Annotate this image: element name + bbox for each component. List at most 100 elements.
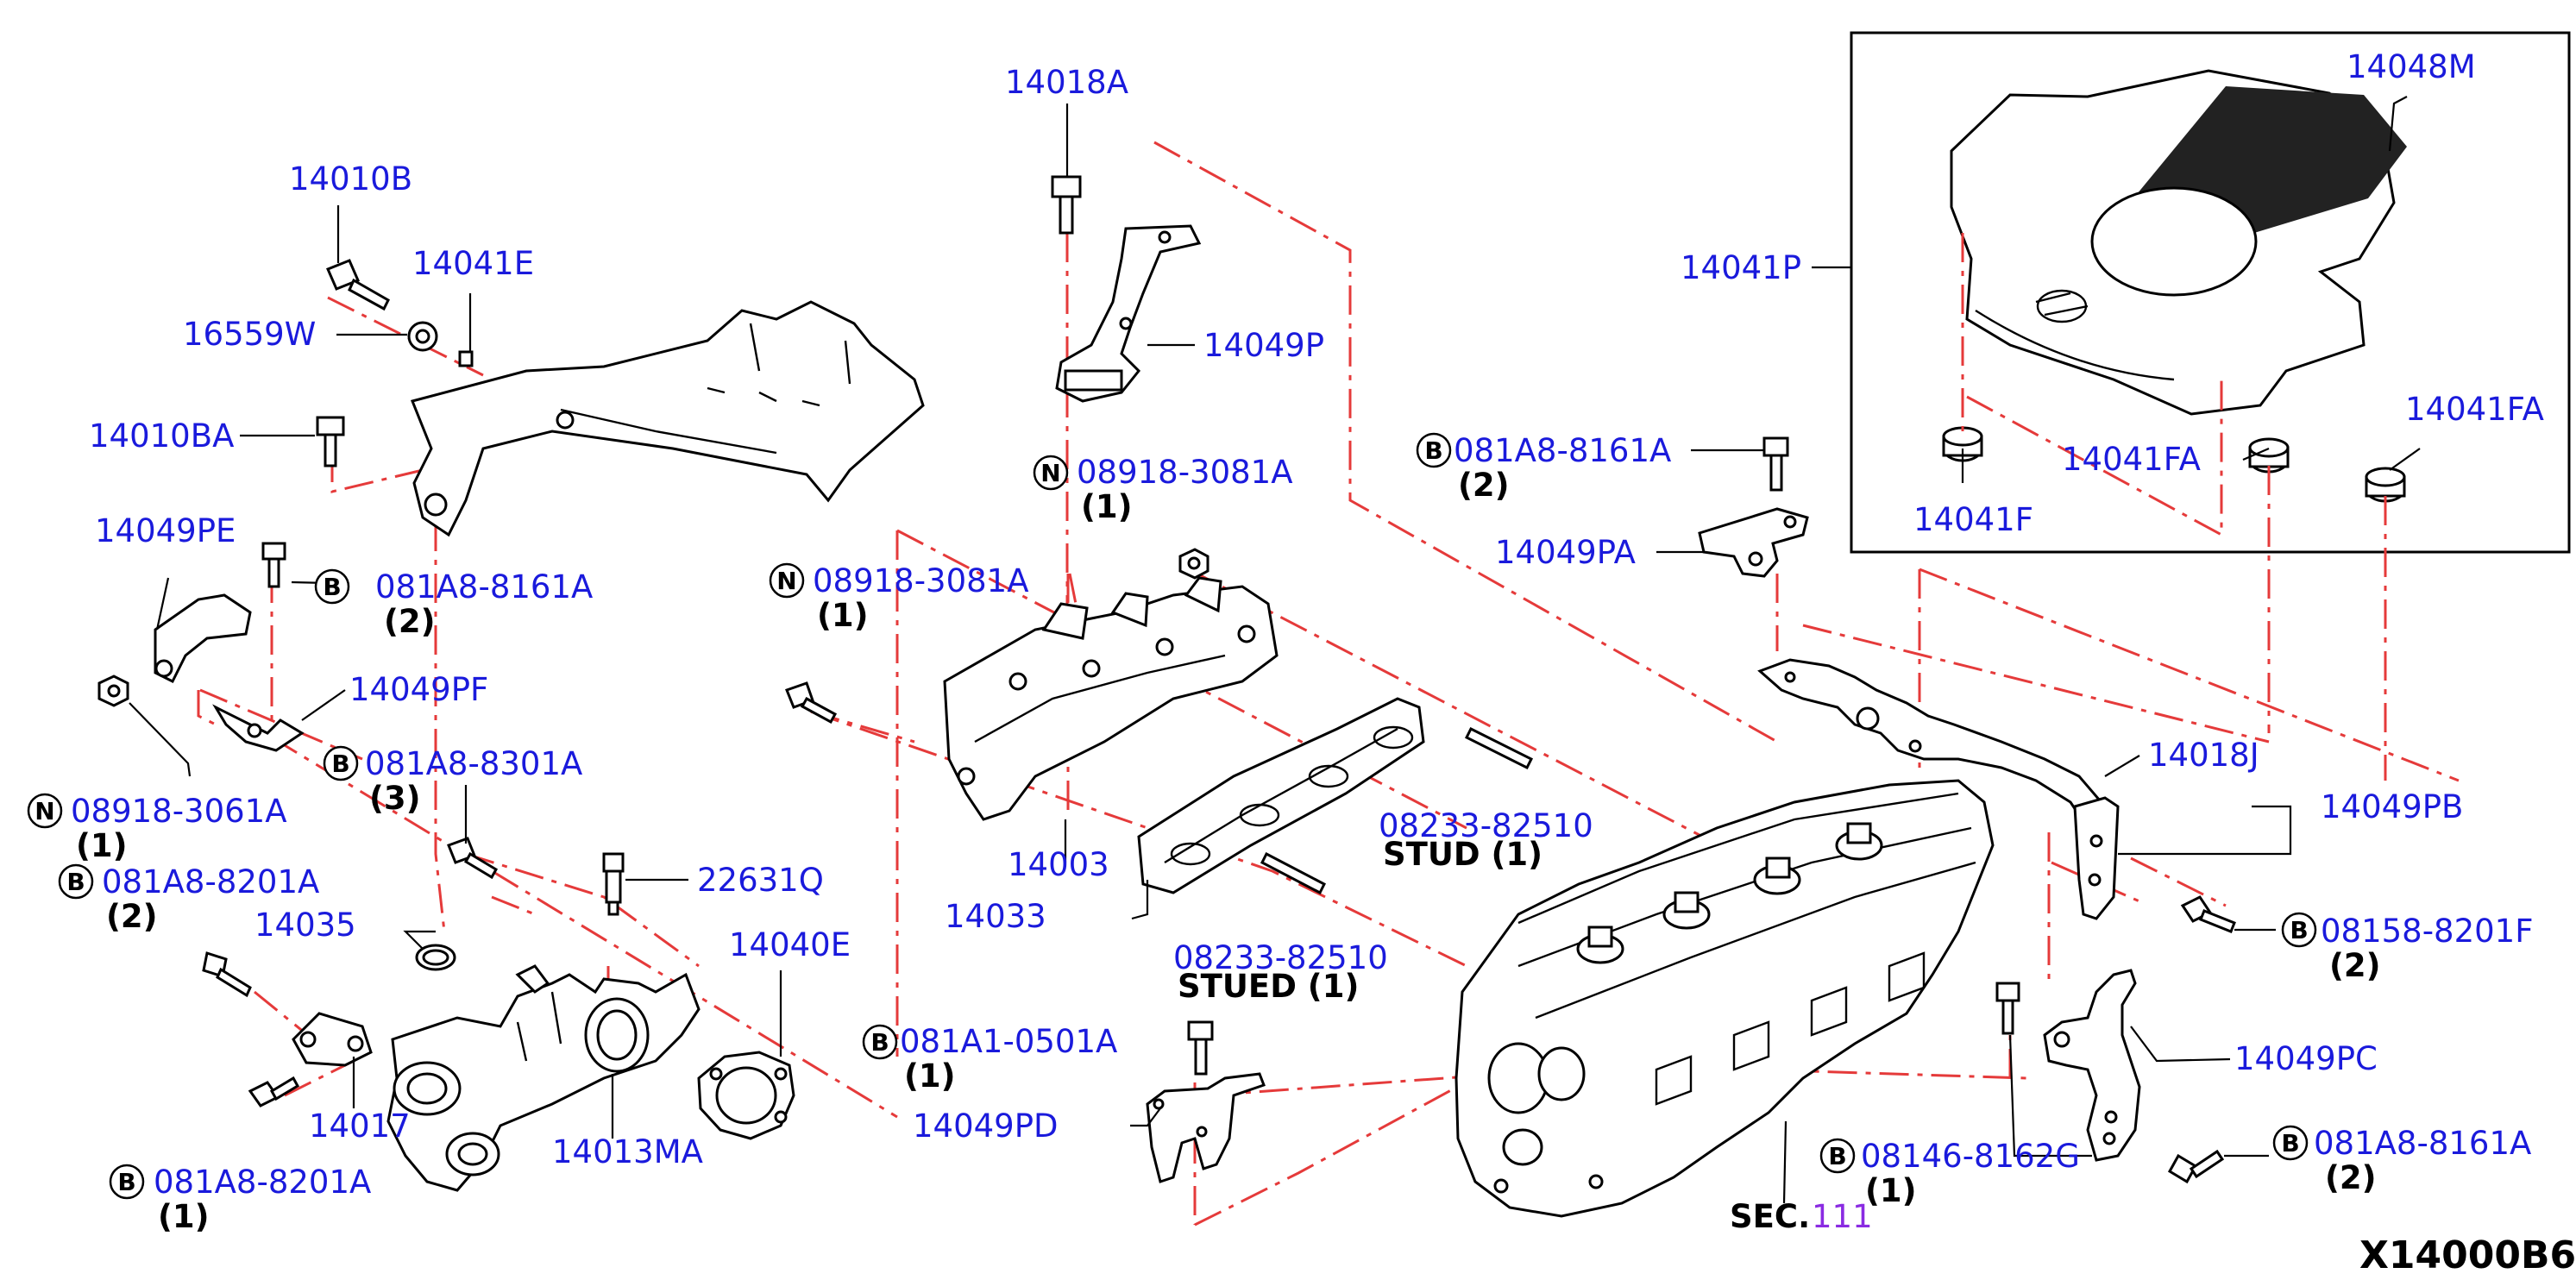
bolt-08146-8162G[interactable] <box>1995 982 2020 1035</box>
label-08233-82510-a[interactable]: 08233-82510 <box>1379 807 1593 844</box>
svg-text:B: B <box>2281 1129 2299 1158</box>
label-14010B[interactable]: 14010B <box>289 160 412 198</box>
label-081A8-8161A-mid[interactable]: 081A8-8161A <box>1454 432 1671 469</box>
engine-cover-14041P[interactable] <box>1950 69 2407 416</box>
label-081A8-8201A-top[interactable]: 081A8-8201A <box>102 863 319 900</box>
label-14041E[interactable]: 14041E <box>412 245 534 282</box>
clamp-14035[interactable] <box>415 944 456 971</box>
bolt-081A8-8161A-mid[interactable] <box>1762 436 1789 492</box>
label-14040E[interactable]: 14040E <box>729 926 851 963</box>
label-14041FA-b[interactable]: 14041FA <box>2405 391 2544 428</box>
diagram-code: X14000B6 <box>2359 1233 2576 1277</box>
heat-insulator-14041E[interactable] <box>410 300 925 537</box>
label-14017[interactable]: 14017 <box>309 1107 411 1145</box>
label-14049PE[interactable]: 14049PE <box>95 512 236 549</box>
label-14013MA[interactable]: 14013MA <box>552 1133 703 1170</box>
bracket-14049P[interactable] <box>1055 224 1202 403</box>
nut-08918-3061A[interactable] <box>97 675 129 707</box>
qty-08918-3081A-mid: (1) <box>817 597 869 634</box>
svg-text:SEC.: SEC. <box>1730 1198 1810 1235</box>
nut-08918-3081A-top[interactable] <box>1178 548 1209 580</box>
label-14048M[interactable]: 14048M <box>2347 48 2476 85</box>
label-08918-3061A[interactable]: 08918-3061A <box>71 793 287 830</box>
grommet-14041FA-b[interactable] <box>2365 467 2406 503</box>
svg-text:N: N <box>1040 459 1060 487</box>
label-14049PF[interactable]: 14049PF <box>349 671 488 708</box>
engine-cover-inset-frame <box>1850 31 2571 554</box>
cylinder-head[interactable] <box>1454 779 1995 1218</box>
bolt-14018A[interactable] <box>1051 175 1082 235</box>
nut-marker-icon: N <box>27 793 63 829</box>
label-08918-3081A-mid[interactable]: 08918-3081A <box>813 562 1029 599</box>
label-08158-8201F[interactable]: 08158-8201F <box>2321 913 2534 950</box>
bracket-14049PF[interactable] <box>212 704 305 752</box>
label-14049PD[interactable]: 14049PD <box>913 1107 1059 1145</box>
sensor-22631Q[interactable] <box>602 852 625 916</box>
bolt-081A8-8161A-left[interactable] <box>261 542 286 588</box>
gasket-14017[interactable] <box>292 1012 373 1067</box>
collar-14041E[interactable] <box>458 350 474 367</box>
bracket-14049PA[interactable] <box>1698 507 1809 578</box>
bolt-left-center[interactable] <box>785 681 838 725</box>
label-081A1-0501A[interactable]: 081A1-0501A <box>900 1023 1117 1060</box>
water-outlet-14013MA[interactable] <box>386 964 701 1192</box>
label-081A8-8161A-right[interactable]: 081A8-8161A <box>2314 1125 2531 1162</box>
bolt-081A8-8301A[interactable] <box>447 837 499 880</box>
label-081A8-8301A[interactable]: 081A8-8301A <box>365 745 582 782</box>
label-14003[interactable]: 14003 <box>1008 846 1109 883</box>
leader-lines <box>129 96 2421 1204</box>
washer-16559W[interactable] <box>407 321 438 352</box>
section-reference[interactable]: SEC. 111 <box>1730 1198 1873 1235</box>
label-14049P[interactable]: 14049P <box>1203 327 1324 364</box>
label-14035[interactable]: 14035 <box>254 907 356 944</box>
bolt-081A1-0501A[interactable] <box>1187 1020 1214 1076</box>
svg-text:B: B <box>2290 916 2308 944</box>
exhaust-manifold-14003[interactable] <box>943 576 1279 821</box>
bolt-08158-8201F[interactable] <box>2180 895 2236 933</box>
label-14018A[interactable]: 14018A <box>1005 64 1128 101</box>
label-22631Q[interactable]: 22631Q <box>697 862 824 899</box>
label-16559W[interactable]: 16559W <box>183 316 316 353</box>
label-08918-3081A-top[interactable]: 08918-3081A <box>1077 454 1293 491</box>
bolt-14010BA[interactable] <box>316 416 345 467</box>
stud-08233-82510-b[interactable] <box>1260 851 1327 895</box>
label-14041F[interactable]: 14041F <box>1913 501 2033 538</box>
qty-08918-3061A: (1) <box>76 827 128 864</box>
label-08233-82510-b[interactable]: 08233-82510 <box>1173 939 1388 976</box>
label-14049PC[interactable]: 14049PC <box>2234 1040 2378 1077</box>
bracket-14049PD[interactable] <box>1146 1072 1266 1183</box>
gasket-14040E[interactable] <box>697 1051 795 1140</box>
label-081A8-8161A-left[interactable]: 081A8-8161A <box>375 568 593 605</box>
bolt-marker-icon: B <box>862 1024 898 1060</box>
bolt-14010B[interactable] <box>326 259 390 311</box>
svg-text:B: B <box>66 868 85 896</box>
bolt-081A8-8161A-right[interactable] <box>2167 1149 2225 1184</box>
label-14041FA-a[interactable]: 14041FA <box>2062 441 2201 478</box>
label-14049PA[interactable]: 14049PA <box>1495 534 1636 571</box>
bracket-14049PB[interactable] <box>2073 796 2120 920</box>
label-14033[interactable]: 14033 <box>945 898 1046 935</box>
label-081A8-8201A-bot[interactable]: 081A8-8201A <box>154 1164 371 1201</box>
label-14010BA[interactable]: 14010BA <box>89 417 234 455</box>
label-14018J[interactable]: 14018J <box>2148 737 2259 774</box>
stud-08233-82510-a[interactable] <box>1464 726 1534 770</box>
callout-labels: 14018A 14010B 14041E 16559W 14010BA 1404… <box>71 48 2544 1235</box>
qty-08146-8162G: (1) <box>1865 1172 1917 1209</box>
bolt-081A8-8201A-bottom[interactable] <box>248 1076 300 1107</box>
stud-qty-b: STUED (1) <box>1178 968 1359 1005</box>
label-08146-8162G[interactable]: 08146-8162G <box>1861 1138 2080 1175</box>
svg-text:B: B <box>117 1168 135 1196</box>
svg-text:N: N <box>35 797 54 825</box>
gasket-14033[interactable] <box>1137 697 1425 894</box>
bolt-marker-icon: B <box>323 745 359 781</box>
bracket-14049PE[interactable] <box>154 593 252 684</box>
label-14049PB[interactable]: 14049PB <box>2321 788 2463 825</box>
qty-081A8-8301A: (3) <box>369 780 421 817</box>
label-14041P[interactable]: 14041P <box>1681 249 1801 286</box>
bolt-marker-icon: B <box>1819 1138 1856 1174</box>
bolt-081A8-8201A-top[interactable] <box>202 951 252 998</box>
bracket-14049PC[interactable] <box>2043 969 2141 1162</box>
bolt-marker-icon: B <box>58 863 94 900</box>
qty-08918-3081A-top: (1) <box>1081 488 1133 525</box>
qty-081A1-0501A: (1) <box>904 1057 956 1095</box>
